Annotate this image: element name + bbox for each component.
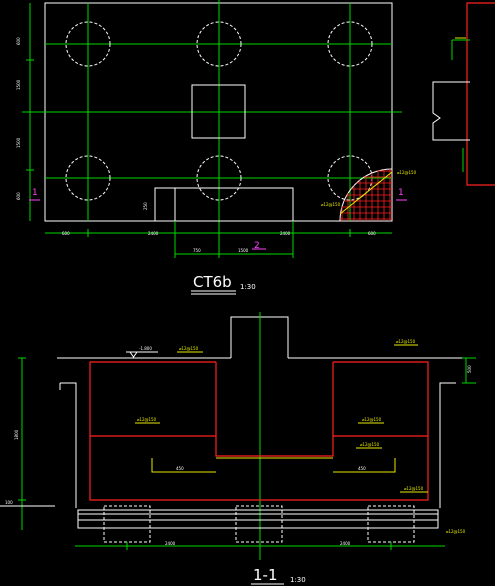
pile-circle xyxy=(65,21,111,67)
rebar-label: ⌀12@150 xyxy=(404,486,424,491)
dim-text: 2400 xyxy=(280,231,291,236)
section-mark-left: 1 xyxy=(32,188,38,198)
rebar-label: ⌀12@150 xyxy=(446,529,466,534)
dim-text: 250 xyxy=(143,202,148,210)
dim-text: 1500 xyxy=(16,79,21,90)
side-fragment xyxy=(432,2,495,186)
pile-circle xyxy=(196,21,242,67)
dim-text: 1500 xyxy=(238,248,249,253)
plan-title: CT6b xyxy=(193,273,232,291)
section-view: 2400 2400 1800 100 500 -1.800 ⌀12@150 ⌀1… xyxy=(0,312,476,585)
dim-text: 600 xyxy=(16,192,21,200)
rebar-mesh-detail xyxy=(339,168,393,222)
dim-text: 450 xyxy=(176,466,184,471)
dim-text: 750 xyxy=(193,248,201,253)
dim-text: 100 xyxy=(5,500,13,505)
plan-view: 600 1500 1500 600 1 1 600 2400 2400 600 … xyxy=(16,0,417,295)
dim-text: 450 xyxy=(358,466,366,471)
dim-text: 2400 xyxy=(340,541,351,546)
dim-text: 500 xyxy=(467,365,472,373)
pile-circle xyxy=(65,155,111,201)
dim-text: 2400 xyxy=(165,541,176,546)
rebar-label: ⌀12@150 xyxy=(396,339,416,344)
section-mark-right: 1 xyxy=(398,188,404,198)
rebar-label: ⌀12@150 xyxy=(397,170,417,175)
rebar-label: ⌀12@150 xyxy=(179,346,199,351)
level-mark: -1.800 xyxy=(139,346,152,351)
rebar-label: ⌀12@150 xyxy=(321,202,341,207)
dim-text: 1500 xyxy=(16,137,21,148)
cap-outline-left xyxy=(60,382,77,508)
cap-outline-right xyxy=(439,382,456,508)
pile-heads xyxy=(103,505,415,543)
section-title: 1-1 xyxy=(253,566,278,584)
column-outline xyxy=(191,84,246,139)
dim-text: 600 xyxy=(62,231,70,236)
dim-text: 600 xyxy=(16,37,21,45)
rebar-label: ⌀12@150 xyxy=(137,417,157,422)
rebar-label: ⌀12@150 xyxy=(362,417,382,422)
dim-text: 2400 xyxy=(148,231,159,236)
dim-text: 1800 xyxy=(14,429,19,440)
rebar-outer xyxy=(89,361,429,501)
pile-circle xyxy=(196,155,242,201)
section-mark-bottom: 2 xyxy=(254,241,260,251)
plan-scale: 1:30 xyxy=(240,283,256,291)
pile-circle xyxy=(327,21,373,67)
dim-text: 600 xyxy=(368,231,376,236)
rebar-label: ⌀12@150 xyxy=(360,442,380,447)
section-scale: 1:30 xyxy=(290,576,306,584)
notch-outline xyxy=(154,187,176,221)
cushion-layer xyxy=(77,509,439,529)
rebar-inner xyxy=(215,362,334,457)
beam-stub-outline xyxy=(174,187,294,222)
